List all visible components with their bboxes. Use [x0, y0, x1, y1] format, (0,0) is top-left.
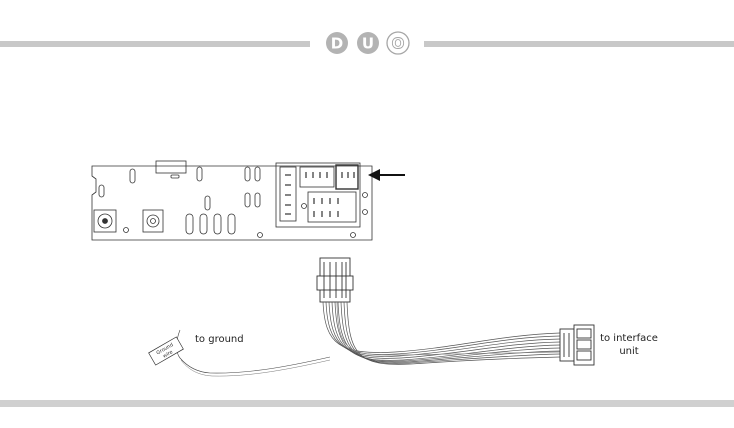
- chassis-vent: [99, 185, 104, 197]
- duo-logo: D U O: [326, 32, 409, 54]
- chassis-vent: [228, 214, 235, 234]
- label-to-interface: to interface: [600, 333, 658, 344]
- chassis-vent: [197, 167, 202, 181]
- chassis-vent: [200, 214, 207, 234]
- ground-wire-tag: Ground wire: [149, 337, 184, 365]
- fm-socket-pin: [151, 219, 156, 224]
- fm-socket: [143, 210, 163, 232]
- chassis-vent: [255, 193, 260, 207]
- iso-connector-mid-bottom: [308, 192, 356, 222]
- iso-connector-mid-top: [300, 167, 334, 187]
- chassis-vent: [214, 214, 221, 234]
- pointer-arrow: [368, 169, 405, 181]
- chassis-vent: [205, 196, 210, 210]
- fm-socket-ring: [147, 215, 159, 227]
- chassis-vent: [245, 193, 250, 207]
- screw: [351, 233, 356, 238]
- chassis-slot: [156, 161, 186, 173]
- interface-port: [336, 165, 358, 189]
- chassis-vent: [186, 214, 193, 234]
- screw: [363, 193, 368, 198]
- connector-pins: [285, 172, 354, 217]
- chassis-vent: [130, 169, 135, 183]
- screw: [258, 233, 263, 238]
- screw: [363, 210, 368, 215]
- radio-unit-rear-panel: [92, 161, 372, 240]
- plug-connector: [317, 258, 353, 302]
- header-bar-right: [424, 41, 734, 47]
- chassis-vent: [245, 167, 250, 181]
- logo-letter-o: O: [392, 35, 405, 53]
- chassis-vent: [255, 167, 260, 181]
- label-to-ground: to ground: [195, 334, 244, 345]
- logo-letter-u: U: [362, 35, 374, 53]
- antenna-socket-pin: [103, 219, 108, 224]
- chassis-slot: [171, 175, 179, 178]
- interface-unit-connector: [560, 325, 594, 365]
- screw: [302, 204, 307, 209]
- screw: [124, 228, 129, 233]
- footer-bar: [0, 400, 734, 407]
- logo-letter-d: D: [331, 35, 343, 53]
- label-unit: unit: [619, 346, 638, 357]
- header-bar-left: [0, 41, 310, 47]
